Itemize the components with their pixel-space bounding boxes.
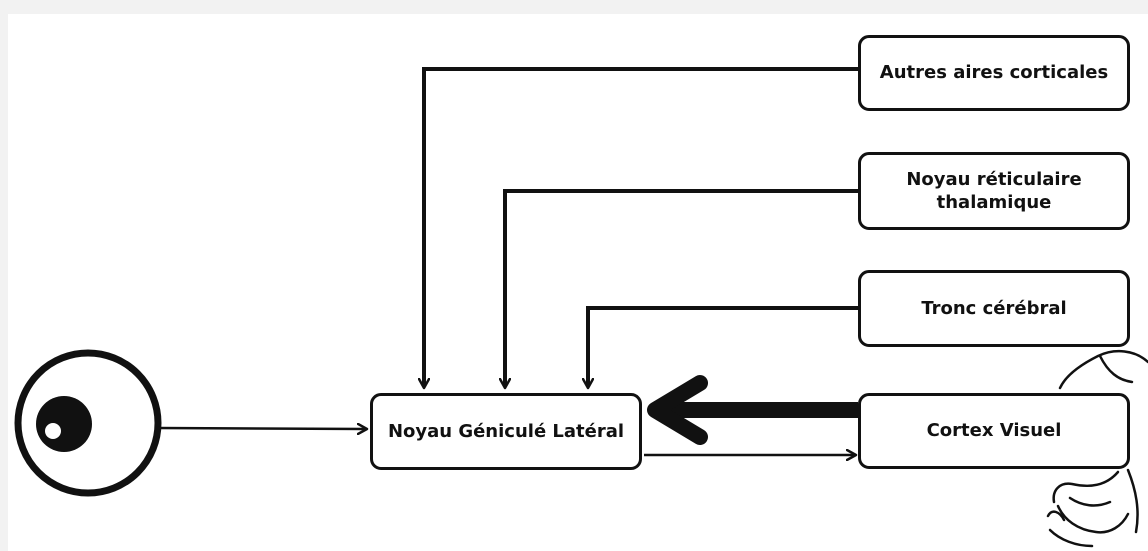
node-label: Noyau réticulaire thalamique [906,168,1082,213]
node-tronc-cerebral: Tronc cérébral [858,270,1130,347]
node-cortex-visuel: Cortex Visuel [858,393,1130,469]
node-autres-aires-corticales: Autres aires corticales [858,35,1130,111]
node-label: Autres aires corticales [879,62,1109,84]
node-label: Cortex Visuel [926,420,1062,442]
node-noyau-genicule-lateral: Noyau Géniculé Latéral [370,393,642,470]
eye-icon [14,349,162,497]
arrow-tronc-to-ngl [588,306,858,387]
arrow-noyau-ret-to-ngl [505,189,858,387]
brain-icon [1046,349,1148,548]
node-noyau-reticulaire-thalamique: Noyau réticulaire thalamique [858,152,1130,230]
arrow-eye-to-ngl [157,428,366,429]
node-label: Tronc cérébral [921,297,1067,319]
node-label: Noyau Géniculé Latéral [387,420,625,442]
arrow-cortex-to-ngl-feedback [647,375,858,445]
arrow-autres-to-ngl [424,67,858,387]
